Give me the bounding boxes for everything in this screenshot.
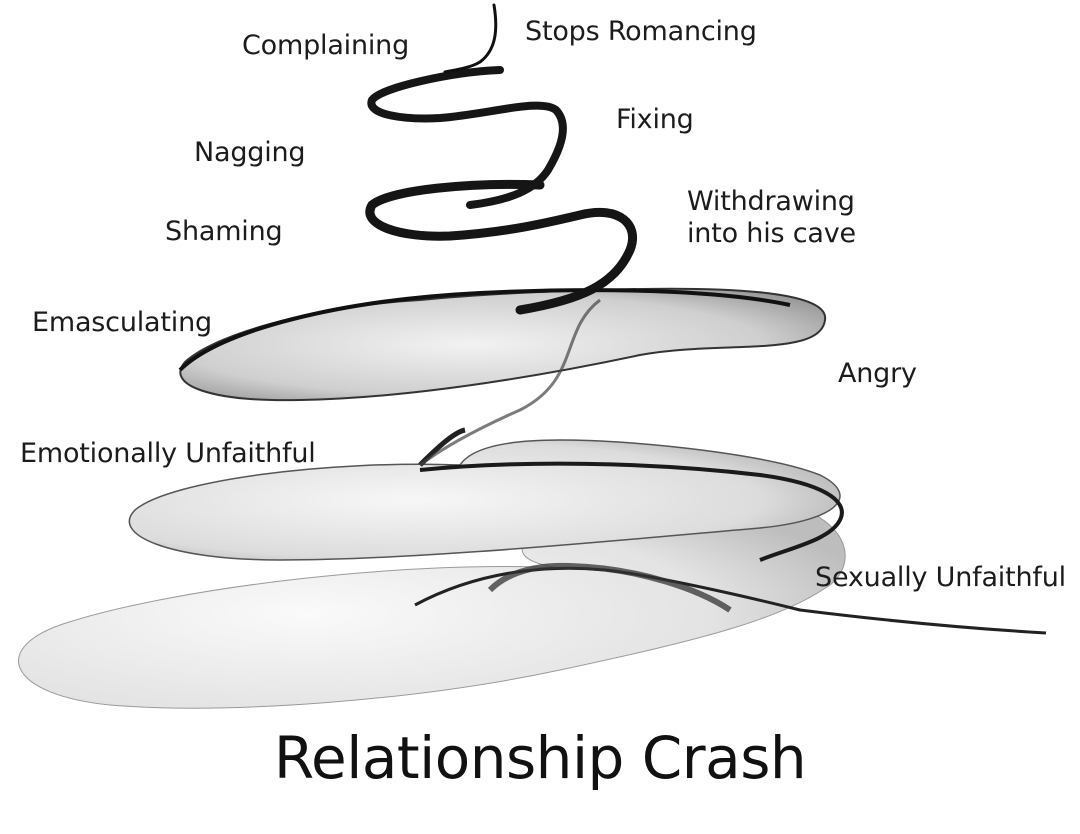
label-nagging: Nagging xyxy=(194,137,305,169)
label-withdrawing-into-his-cave: Withdrawing into his cave xyxy=(687,186,907,250)
spiral-loop-upper xyxy=(180,289,825,400)
label-angry: Angry xyxy=(838,358,917,390)
spiral-coil-top-inner xyxy=(420,92,460,97)
label-shaming: Shaming xyxy=(165,216,282,248)
label-emotionally-unfaithful: Emotionally Unfaithful xyxy=(20,438,316,470)
label-complaining: Complaining xyxy=(242,30,409,62)
diagram-title: Relationship Crash xyxy=(0,722,1080,794)
label-withdrawing-line2: into his cave xyxy=(687,218,907,250)
label-stops-romancing: Stops Romancing xyxy=(525,16,757,48)
label-emasculating: Emasculating xyxy=(32,307,212,339)
label-withdrawing-line1: Withdrawing xyxy=(687,186,907,218)
label-fixing: Fixing xyxy=(616,104,694,136)
label-sexually-unfaithful: Sexually Unfaithful xyxy=(815,562,1066,594)
spiral-tail-top xyxy=(445,5,496,72)
